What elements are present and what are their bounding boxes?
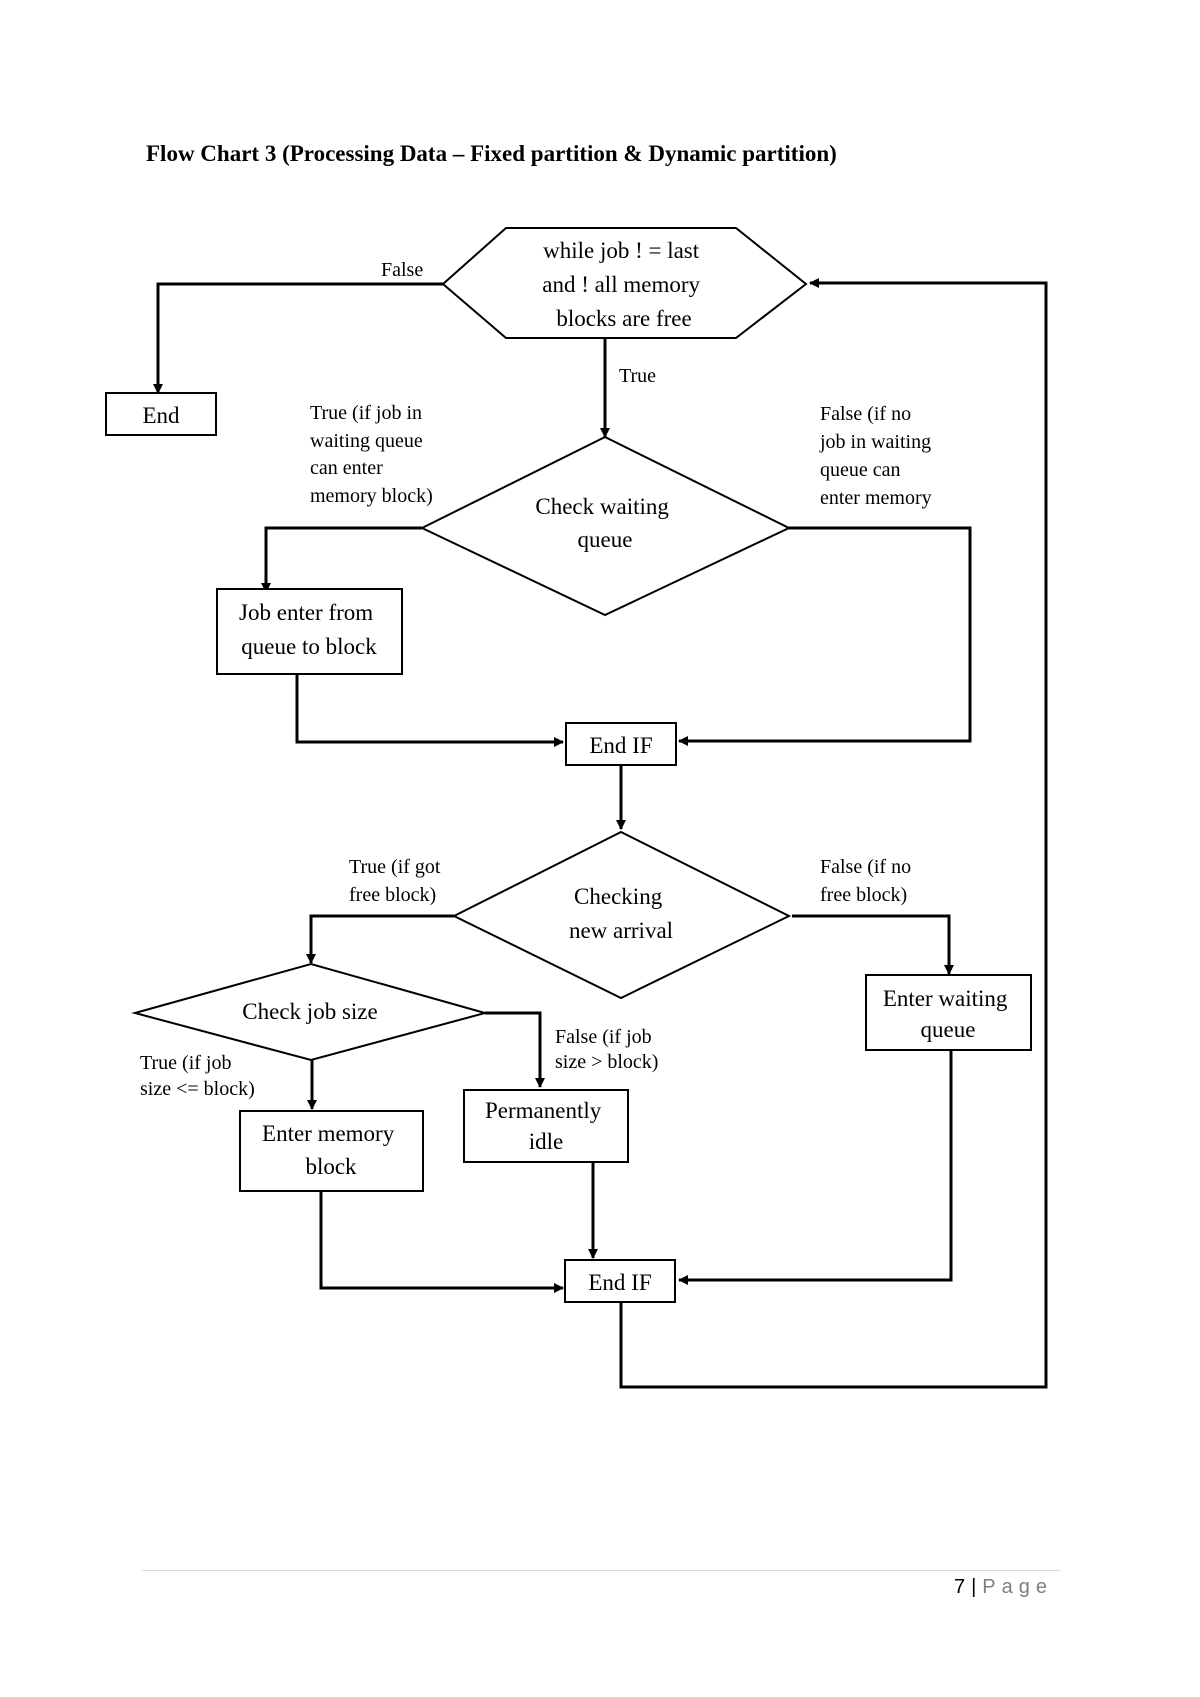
end-if-box-1 bbox=[565, 722, 677, 766]
end-if-1-label: End IF bbox=[589, 733, 652, 758]
check-waiting-queue-diamond bbox=[419, 435, 792, 617]
loop-false-label: False bbox=[381, 259, 423, 281]
end-if-box-2 bbox=[564, 1259, 676, 1303]
connector-loop-back bbox=[619, 278, 1048, 1389]
page-footer: 7|Page bbox=[954, 1576, 1053, 1599]
enter-waiting-queue-box bbox=[865, 974, 1032, 1051]
loop-true-label: True bbox=[619, 365, 656, 387]
footer-separator: | bbox=[971, 1576, 977, 1598]
end-if-2-label: End IF bbox=[588, 1270, 651, 1295]
permanently-idle-box bbox=[463, 1089, 629, 1163]
permanently-idle-label: Permanently idle bbox=[485, 1098, 607, 1154]
connector-loop-false bbox=[153, 282, 443, 394]
queue-false-label: False (if no job in waiting queue can en… bbox=[819, 403, 936, 509]
arrival-true-label: True (if got free block) bbox=[349, 856, 445, 906]
job-enter-from-queue-label: Job enter from queue to block bbox=[239, 600, 379, 659]
end-box bbox=[105, 392, 217, 436]
connector-queue-false bbox=[678, 526, 972, 746]
queue-true-label: True (if job in waiting queue can enter … bbox=[310, 402, 433, 507]
size-true-label: True (if job size <= block) bbox=[140, 1052, 255, 1100]
shapes bbox=[105, 227, 1032, 1303]
enter-memory-block-box bbox=[239, 1110, 424, 1192]
connector-arrival-false bbox=[792, 914, 954, 975]
edge-labels: False True True (if job in waiting queue… bbox=[140, 259, 936, 1100]
page-number: 7 bbox=[953, 1576, 966, 1598]
size-false-label: False (if job size > block) bbox=[555, 1026, 658, 1073]
checking-new-arrival-diamond bbox=[451, 830, 792, 1000]
connector-job-enter-to-endif bbox=[295, 674, 564, 747]
while-loop-hexagon bbox=[441, 227, 808, 339]
footer-divider bbox=[142, 1570, 1060, 1571]
enter-memory-block-label: Enter memory block bbox=[262, 1121, 400, 1179]
flowchart-title: Flow Chart 3 (Processing Data – Fixed pa… bbox=[146, 141, 837, 166]
node-labels: while job ! = last and ! all memory bloc… bbox=[142, 238, 1013, 1295]
while-loop-label: while job ! = last and ! all memory bloc… bbox=[542, 238, 706, 331]
connector-waiting-to-endif bbox=[678, 1050, 953, 1285]
checking-new-arrival-label: Checking new arrival bbox=[569, 884, 673, 943]
job-enter-from-queue-box bbox=[216, 588, 403, 675]
check-waiting-queue-label: Check waiting queue bbox=[535, 494, 674, 552]
connector-enter-memory-to-endif bbox=[319, 1191, 564, 1293]
connector-size-false bbox=[485, 1011, 545, 1088]
connector-queue-true bbox=[261, 526, 422, 593]
connectors bbox=[153, 278, 1048, 1389]
end-label: End bbox=[142, 403, 180, 428]
page-label: Page bbox=[982, 1576, 1053, 1598]
connector-arrival-true bbox=[306, 914, 454, 964]
enter-waiting-queue-label: Enter waiting queue bbox=[883, 986, 1013, 1042]
arrival-false-label: False (if no free block) bbox=[820, 856, 916, 906]
check-job-size-label: Check job size bbox=[242, 999, 377, 1024]
check-job-size-diamond bbox=[131, 962, 489, 1062]
